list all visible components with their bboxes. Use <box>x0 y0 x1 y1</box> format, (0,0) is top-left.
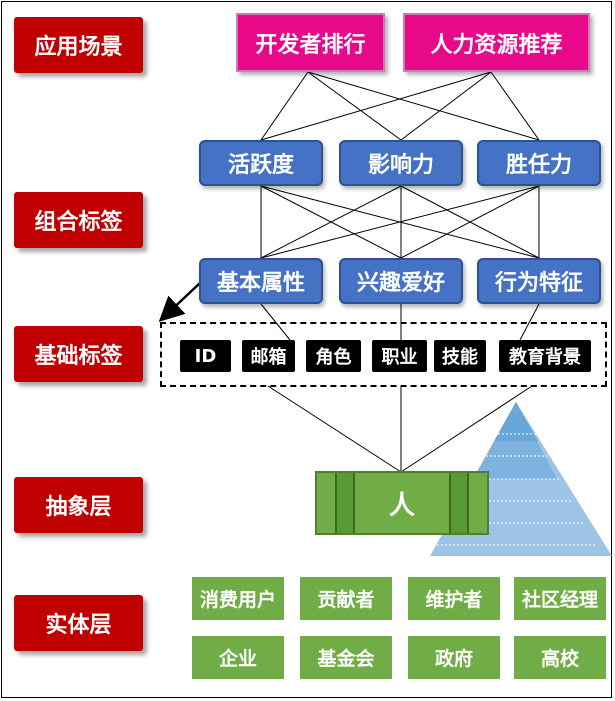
composite-tag-influence: 影响力 <box>339 140 463 186</box>
basic-abstract-lines <box>267 385 533 473</box>
attribute-group-interests: 兴趣爱好 <box>339 258 463 304</box>
layer-label-entity: 实体层 <box>14 595 143 651</box>
entity-consumer: 消费用户 <box>192 577 284 620</box>
entity-enterprise: 企业 <box>192 636 284 679</box>
person-left-bar <box>335 473 355 533</box>
basic-tag-occupation: 职业 <box>372 340 427 372</box>
entity-maintainer: 维护者 <box>408 577 500 620</box>
entity-contributor: 贡献者 <box>300 577 392 620</box>
composite-attribute-lines <box>260 185 540 259</box>
layer-label-composite-tags: 组合标签 <box>14 192 143 248</box>
basic-tags-group <box>160 322 607 387</box>
basic-tag-skills: 技能 <box>434 340 486 372</box>
entity-government: 政府 <box>408 636 500 679</box>
attribute-group-behavior: 行为特征 <box>477 258 601 304</box>
basic-tag-id: ID <box>180 340 231 372</box>
scene-developer-ranking: 开发者排行 <box>236 13 385 72</box>
abstract-person-label: 人 <box>388 490 415 521</box>
basic-tag-email: 邮箱 <box>242 340 295 372</box>
abstract-person: 人 <box>315 471 489 535</box>
composite-tag-competence: 胜任力 <box>477 140 601 186</box>
layer-label-basic-tags: 基础标签 <box>14 326 143 382</box>
layer-label-application: 应用场景 <box>14 17 143 73</box>
composite-tag-activity: 活跃度 <box>199 140 323 186</box>
expand-arrow <box>158 282 201 322</box>
person-right-bar <box>449 473 469 533</box>
scene-hr-recommendation: 人力资源推荐 <box>403 13 590 72</box>
basic-tag-role: 角色 <box>306 340 361 372</box>
entity-community-manager: 社区经理 <box>514 577 606 620</box>
entity-university: 高校 <box>514 636 606 679</box>
attribute-group-basic: 基本属性 <box>199 258 323 304</box>
scene-composite-lines <box>260 71 540 141</box>
entity-foundation: 基金会 <box>300 636 392 679</box>
layer-label-abstract: 抽象层 <box>14 477 143 533</box>
basic-tag-education: 教育背景 <box>499 340 591 372</box>
